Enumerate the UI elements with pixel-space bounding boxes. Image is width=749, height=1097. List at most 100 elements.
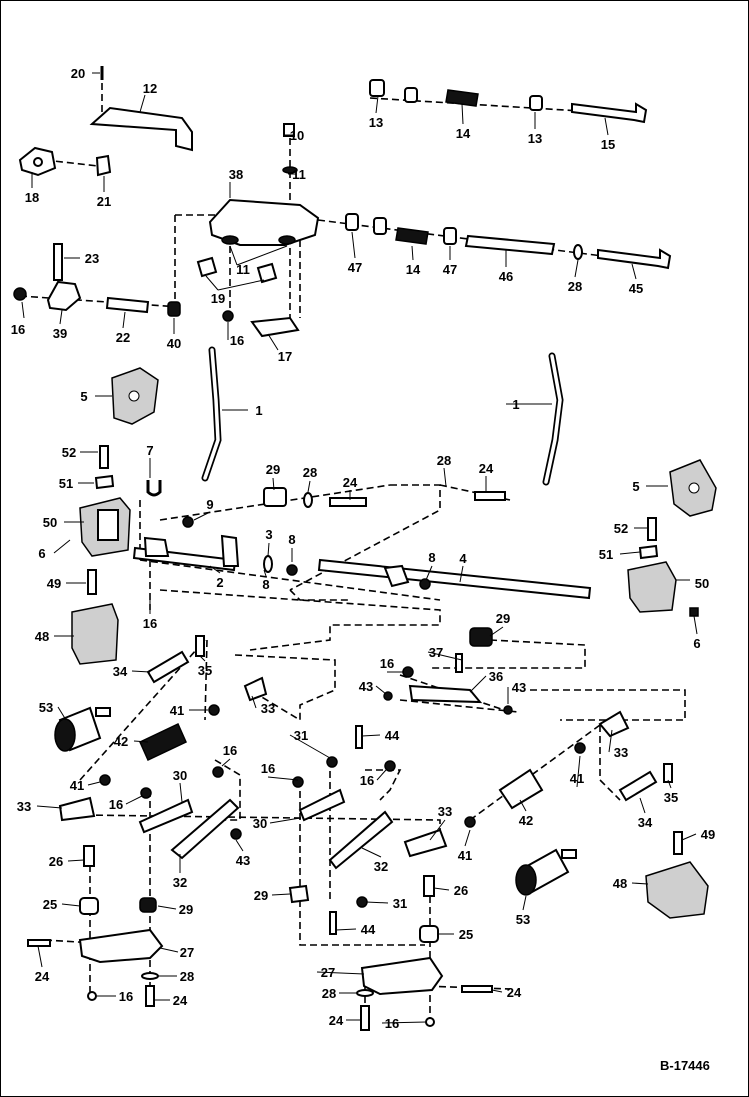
lever-32-mid — [328, 810, 394, 870]
part-label: 47 — [348, 260, 362, 275]
part-label: 28 — [437, 453, 451, 468]
part-label: 12 — [143, 81, 157, 96]
part-label: 20 — [71, 66, 85, 81]
part-label: 3 — [265, 527, 272, 542]
part-label: 28 — [322, 986, 336, 1001]
part-label: 28 — [180, 969, 194, 984]
part-label: 44 — [361, 922, 376, 937]
bracket-27-left — [78, 928, 164, 964]
part-label: 31 — [393, 896, 407, 911]
part-label: 28 — [303, 465, 317, 480]
part-label: 52 — [62, 445, 76, 460]
part-label: 8 — [288, 532, 295, 547]
part-label: 42 — [519, 813, 533, 828]
part-label: 6 — [38, 546, 45, 561]
spring-14-top — [445, 89, 479, 107]
part-label: 44 — [385, 728, 400, 743]
block-19a — [196, 256, 218, 278]
part-label: 16 — [11, 322, 25, 337]
part-label: 4 — [459, 551, 467, 566]
part-label: 47 — [443, 262, 457, 277]
part-label: 14 — [456, 126, 471, 141]
pin-22 — [105, 296, 150, 314]
part-label: 32 — [374, 859, 388, 874]
block-19b — [256, 262, 278, 284]
part-label: 53 — [516, 912, 530, 927]
part-label: 37 — [429, 645, 443, 660]
bolt-45 — [597, 248, 672, 270]
lever-39 — [46, 280, 82, 312]
washer-11 — [282, 166, 298, 174]
part-label: 48 — [35, 629, 49, 644]
part-label: 39 — [53, 326, 67, 341]
part-label: 23 — [85, 251, 99, 266]
bracket-27-right — [360, 956, 444, 996]
u-bolt-7 — [146, 480, 162, 497]
part-label: 42 — [114, 734, 128, 749]
part-label: 16 — [223, 743, 237, 758]
rod-46 — [464, 234, 556, 256]
part-label: 24 — [507, 985, 522, 1000]
part-label: 18 — [25, 190, 39, 205]
bushing-29-center — [288, 884, 310, 904]
part-label: 26 — [454, 883, 468, 898]
part-label: 27 — [321, 965, 335, 980]
part-label: 43 — [236, 853, 250, 868]
part-label: 45 — [629, 281, 643, 296]
part-label: 17 — [278, 349, 292, 364]
cylinder-42-right — [498, 768, 544, 810]
bolt-15 — [571, 102, 648, 124]
part-label: 24 — [329, 1013, 344, 1028]
part-label: 53 — [39, 700, 53, 715]
rod-end-33-left — [58, 796, 96, 822]
part-label: 8 — [262, 577, 269, 592]
part-label: 16 — [109, 797, 123, 812]
part-label: 40 — [167, 336, 181, 351]
part-label: 43 — [512, 680, 526, 695]
part-label: 21 — [97, 194, 111, 209]
part-label: 27 — [180, 945, 194, 960]
lever-30-mid — [298, 788, 346, 822]
part-label: 51 — [599, 547, 613, 562]
plate-bracket-12 — [89, 106, 193, 152]
part-label: 16 — [261, 761, 275, 776]
leader-lines — [21, 72, 698, 1024]
part-label: 5 — [632, 479, 639, 494]
bracket-50-right — [627, 561, 677, 613]
part-label: 16 — [119, 989, 133, 1004]
part-label: 7 — [146, 443, 153, 458]
part-label: 51 — [59, 476, 73, 491]
bracket-48-left — [71, 603, 119, 665]
part-label: 46 — [499, 269, 513, 284]
part-label: 16 — [143, 616, 157, 631]
part-label: 14 — [406, 262, 421, 277]
part-label: 48 — [613, 876, 627, 891]
part-label: 25 — [43, 897, 57, 912]
part-label: 50 — [43, 515, 57, 530]
part-label: 41 — [170, 703, 184, 718]
part-label: 10 — [290, 128, 304, 143]
part-label: 29 — [179, 902, 193, 917]
part-label: 29 — [254, 888, 268, 903]
part-label: 16 — [385, 1016, 399, 1031]
part-label: 30 — [253, 816, 267, 831]
part-label: 9 — [206, 497, 213, 512]
part-label: 13 — [369, 115, 383, 130]
document-id: B-17446 — [660, 1058, 710, 1073]
lever-30-left — [138, 798, 194, 834]
part-label: 28 — [568, 279, 582, 294]
part-label: 35 — [198, 663, 212, 678]
part-label: 35 — [664, 790, 678, 805]
rod-4 — [317, 558, 592, 600]
part-label: 1 — [255, 403, 262, 418]
part-label: 11 — [236, 262, 250, 277]
part-label: 5 — [80, 389, 87, 404]
part-label: 25 — [459, 927, 473, 942]
cylinder-42-left — [139, 722, 187, 762]
part-label: 24 — [35, 969, 50, 984]
part-label: 50 — [695, 576, 709, 591]
part-label: 16 — [360, 773, 374, 788]
part-label: 8 — [428, 550, 435, 565]
part-label: 29 — [496, 611, 510, 626]
